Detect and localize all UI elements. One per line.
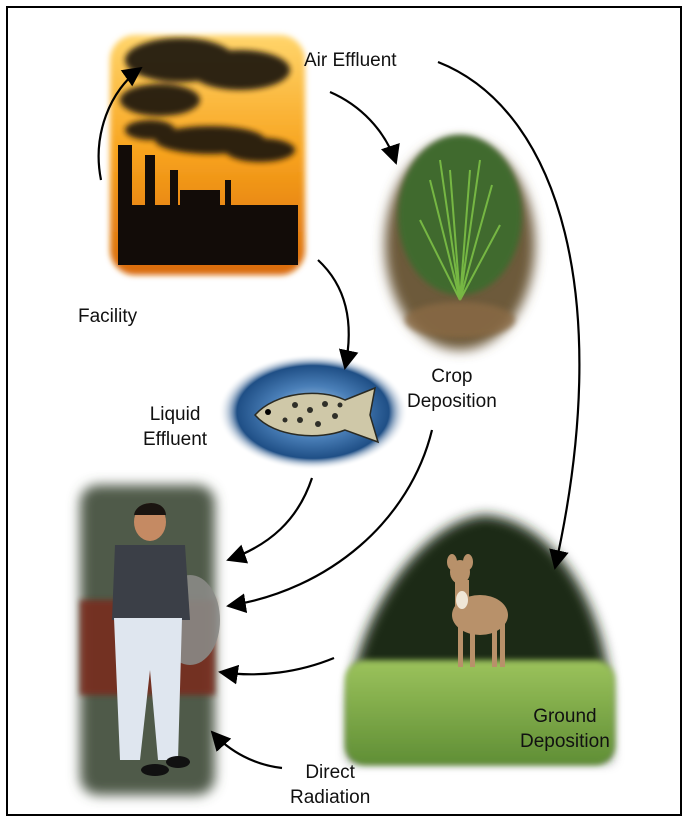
arrow-ground-to-person [220, 658, 334, 674]
arrow-facility-to-liquid [318, 260, 349, 368]
arrow-liquid-to-person [228, 478, 312, 560]
facility-image [110, 35, 305, 275]
label-facility: Facility [78, 304, 137, 329]
person-image [80, 485, 220, 795]
arrow-radiation-to-person [212, 732, 282, 768]
label-liquid-effluent: Liquid Effluent [143, 402, 207, 452]
fish-image [218, 354, 408, 470]
label-crop-deposition: Crop Deposition [407, 364, 497, 414]
label-direct-radiation: Direct Radiation [290, 760, 370, 810]
label-air-effluent: Air Effluent [304, 48, 397, 73]
label-ground-deposition: Ground Deposition [520, 704, 610, 754]
crop-image [385, 135, 535, 350]
arrow-air-to-crop [330, 92, 396, 163]
